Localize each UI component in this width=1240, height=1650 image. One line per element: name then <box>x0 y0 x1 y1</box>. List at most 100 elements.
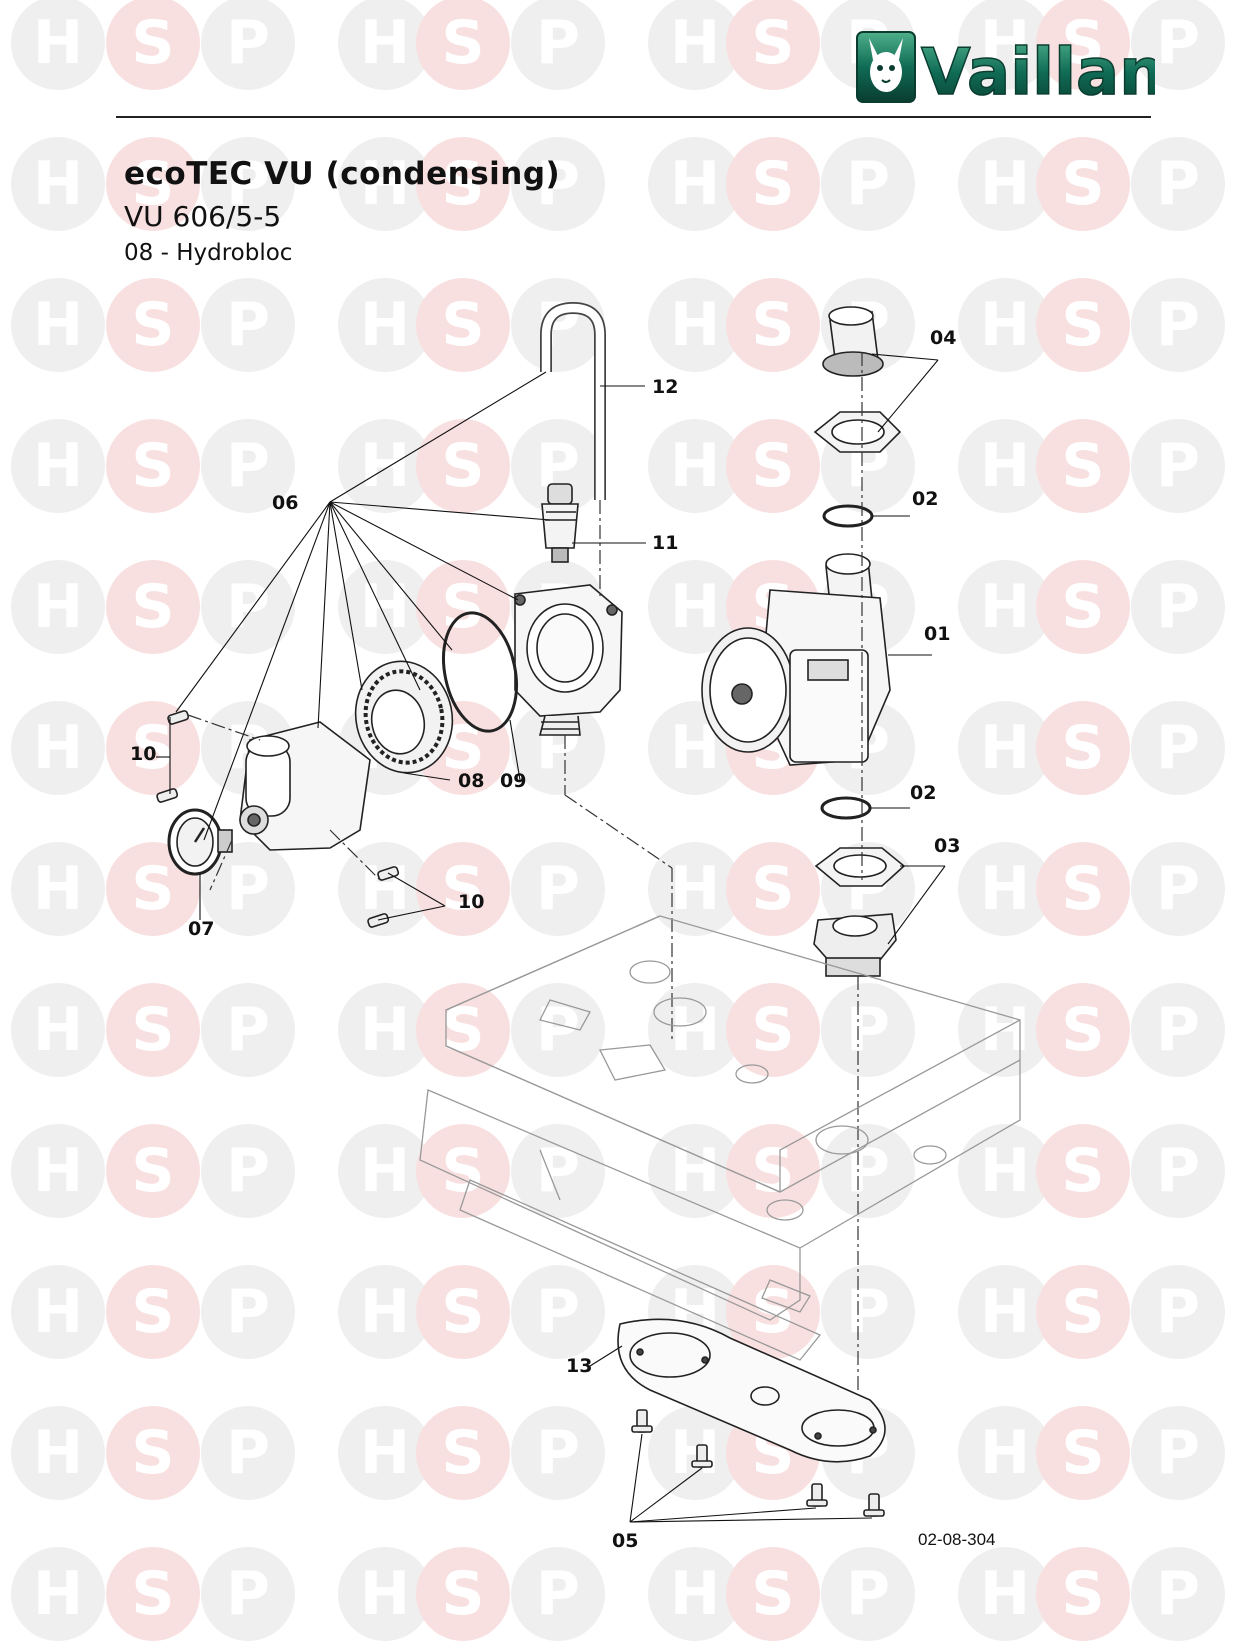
watermark-p-circle: P <box>821 1265 915 1359</box>
watermark-s-circle: S <box>106 278 200 372</box>
model-number: VU 606/5-5 <box>124 200 282 233</box>
watermark-p-circle: P <box>1131 701 1225 795</box>
watermark-p-circle: P <box>201 278 295 372</box>
watermark-p-circle: P <box>201 1265 295 1359</box>
callout-09: 09 <box>500 770 527 792</box>
watermark-p-circle: P <box>201 419 295 513</box>
watermark-h-circle: H <box>11 983 105 1077</box>
callout-03: 03 <box>934 835 961 857</box>
part-02-seal-lower <box>820 796 872 820</box>
section-title: 08 - Hydrobloc <box>124 240 293 266</box>
callout-06: 06 <box>272 492 299 514</box>
watermark-p-circle: P <box>511 842 605 936</box>
assembly-centerlines <box>187 352 863 1450</box>
watermark-p-circle: P <box>511 0 605 90</box>
watermark-s-circle: S <box>106 1265 200 1359</box>
part-03-lower-connector <box>813 847 906 977</box>
header-rule <box>116 116 1151 118</box>
watermark-h-circle: H <box>958 278 1052 372</box>
watermark-h-circle: H <box>11 1406 105 1500</box>
watermark-s-circle: S <box>726 419 820 513</box>
callout-04: 04 <box>930 327 957 349</box>
watermark-h-circle: H <box>958 1265 1052 1359</box>
watermark-p-circle: P <box>821 983 915 1077</box>
watermark-s-circle: S <box>1036 560 1130 654</box>
watermark-p-circle: P <box>1131 278 1225 372</box>
part-06-pump-housing <box>514 584 623 736</box>
watermark-s-circle: S <box>416 983 510 1077</box>
watermark-p-circle: P <box>1131 1547 1225 1641</box>
watermark-s-circle: S <box>416 842 510 936</box>
watermark-s-circle: S <box>1036 842 1130 936</box>
watermark-h-circle: H <box>958 983 1052 1077</box>
watermark-h-circle: H <box>11 1547 105 1641</box>
watermark-h-circle: H <box>338 983 432 1077</box>
part-13-gasket-plate <box>617 1318 886 1463</box>
callout-10-right: 10 <box>458 891 485 913</box>
watermark-p-circle: P <box>201 1406 295 1500</box>
watermark-p-circle: P <box>1131 1265 1225 1359</box>
watermark-p-circle: P <box>201 1547 295 1641</box>
callout-01: 01 <box>924 623 951 645</box>
watermark-s-circle: S <box>1036 1124 1130 1218</box>
watermark-s-circle: S <box>1036 1265 1130 1359</box>
callout-07: 07 <box>188 918 215 940</box>
watermark-h-circle: H <box>11 0 105 90</box>
callout-08: 08 <box>458 770 485 792</box>
watermark-s-circle: S <box>726 983 820 1077</box>
watermark-s-circle: S <box>416 0 510 90</box>
watermark-h-circle: H <box>11 701 105 795</box>
watermark-p-circle: P <box>1131 560 1225 654</box>
watermark-p-circle: P <box>511 1265 605 1359</box>
watermark-s-circle: S <box>106 1124 200 1218</box>
watermark-p-circle: P <box>201 1124 295 1218</box>
watermark-s-circle: S <box>416 1547 510 1641</box>
page-title: ecoTEC VU (condensing) <box>124 156 561 192</box>
callout-13: 13 <box>566 1355 593 1377</box>
watermark-h-circle: H <box>11 137 105 231</box>
watermark-s-circle: S <box>416 137 510 231</box>
drawing-number: 02-08-304 <box>918 1530 996 1549</box>
watermark-s-circle: S <box>1036 137 1130 231</box>
callout-12: 12 <box>652 376 679 398</box>
watermark-h-circle: H <box>11 1124 105 1218</box>
part-05-screws <box>631 1409 885 1517</box>
watermark-p-circle: P <box>201 983 295 1077</box>
watermark-s-circle: S <box>726 137 820 231</box>
watermark-p-circle: P <box>1131 1124 1225 1218</box>
watermark-s-circle: S <box>416 1406 510 1500</box>
watermark-h-circle: H <box>11 419 105 513</box>
chassis-base-plate <box>419 915 1021 1361</box>
watermark-h-circle: H <box>11 278 105 372</box>
watermark-s-circle: S <box>416 1265 510 1359</box>
watermark-p-circle: P <box>1131 0 1225 90</box>
callout-10-left: 10 <box>130 743 157 765</box>
watermark-p-circle: P <box>1131 842 1225 936</box>
watermark-h-circle: H <box>648 0 742 90</box>
watermark-p-circle: P <box>821 1547 915 1641</box>
watermark-s-circle: S <box>106 0 200 90</box>
watermark-s-circle: S <box>416 1124 510 1218</box>
watermark-s-circle: S <box>416 278 510 372</box>
part-07-pressure-gauge <box>167 808 233 876</box>
watermark-h-circle: H <box>11 1265 105 1359</box>
watermark-p-circle: P <box>1131 137 1225 231</box>
watermark-s-circle: S <box>726 278 820 372</box>
watermark-p-circle: P <box>1131 419 1225 513</box>
watermark-p-circle: P <box>201 560 295 654</box>
watermark-s-circle: S <box>106 1406 200 1500</box>
watermark-h-circle: H <box>648 419 742 513</box>
watermark-s-circle: S <box>106 560 200 654</box>
watermark-s-circle: S <box>106 842 200 936</box>
part-02-seal-upper <box>822 504 874 528</box>
part-12-drain-hose <box>540 301 606 500</box>
vaillant-wordmark: Vaillant <box>921 36 1155 106</box>
watermark-h-circle: H <box>958 701 1052 795</box>
vaillant-logo: Vaillant <box>856 31 1155 106</box>
watermark-p-circle: P <box>511 1124 605 1218</box>
watermark-s-circle: S <box>1036 278 1130 372</box>
watermark-s-circle: S <box>726 0 820 90</box>
watermark-h-circle: H <box>648 137 742 231</box>
watermark-s-circle: S <box>106 1547 200 1641</box>
